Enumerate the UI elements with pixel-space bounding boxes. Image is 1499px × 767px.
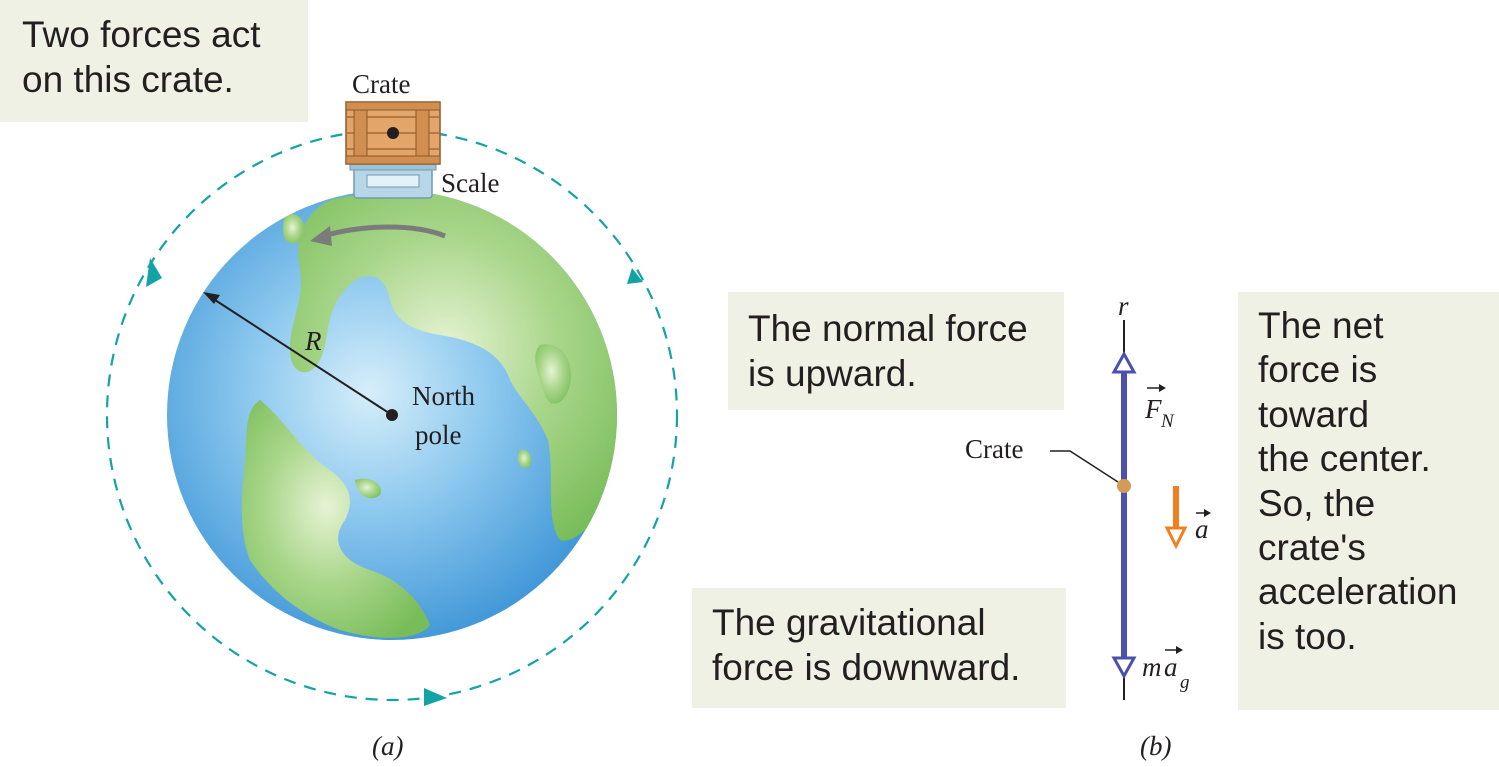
north-pole-label-line1: North	[412, 381, 475, 411]
callout-two-forces: Two forces act on this crate.	[0, 0, 308, 122]
north-pole-dot	[386, 409, 398, 421]
orbit-path	[105, 128, 679, 702]
crate-icon	[345, 101, 441, 165]
normal-force-label: F N	[1144, 384, 1175, 432]
part-b: r Crate F N a m a	[965, 291, 1211, 761]
svg-text:N: N	[1160, 411, 1175, 432]
orbit-arrow-bottom	[424, 688, 447, 706]
acceleration-label: a	[1195, 509, 1211, 544]
gravity-force-label: m a g	[1142, 646, 1190, 693]
svg-text:a: a	[1164, 652, 1178, 682]
svg-text:m: m	[1142, 652, 1162, 682]
normal-force-arrowhead	[1111, 350, 1137, 374]
scale-icon	[349, 161, 437, 199]
north-pole-label-line2: pole	[415, 420, 462, 450]
callout-net-force: The net force is toward the center. So, …	[1238, 292, 1499, 710]
gravity-force-arrowhead	[1111, 656, 1137, 680]
acceleration-arrowhead	[1164, 526, 1188, 550]
earth-globe	[167, 190, 617, 640]
part-a: R North pole Crate Scale (a)	[105, 69, 679, 761]
orbit-arrow-left	[146, 258, 162, 287]
svg-text:a: a	[1195, 514, 1209, 544]
orbit-arrow-right	[627, 268, 643, 284]
rotation-arrow	[322, 224, 446, 239]
callout-gravitational-force: The gravitational force is downward.	[692, 588, 1066, 708]
crate-label-b: Crate	[965, 434, 1023, 464]
radius-label: R	[304, 326, 322, 356]
crate-label-a: Crate	[352, 69, 410, 99]
radius-arrowhead	[203, 292, 220, 304]
scale-label: Scale	[441, 168, 499, 198]
radius-line	[211, 297, 393, 416]
caption-b: (b)	[1140, 731, 1171, 761]
crate-dot	[1117, 479, 1131, 493]
svg-text:F: F	[1144, 394, 1162, 424]
crate-leader-line	[1050, 450, 1119, 483]
rotation-arrowhead	[310, 226, 332, 246]
caption-a: (a)	[372, 731, 403, 761]
r-axis-label: r	[1118, 291, 1129, 321]
svg-text:g: g	[1180, 672, 1190, 693]
callout-normal-force: The normal force is upward.	[728, 292, 1064, 410]
